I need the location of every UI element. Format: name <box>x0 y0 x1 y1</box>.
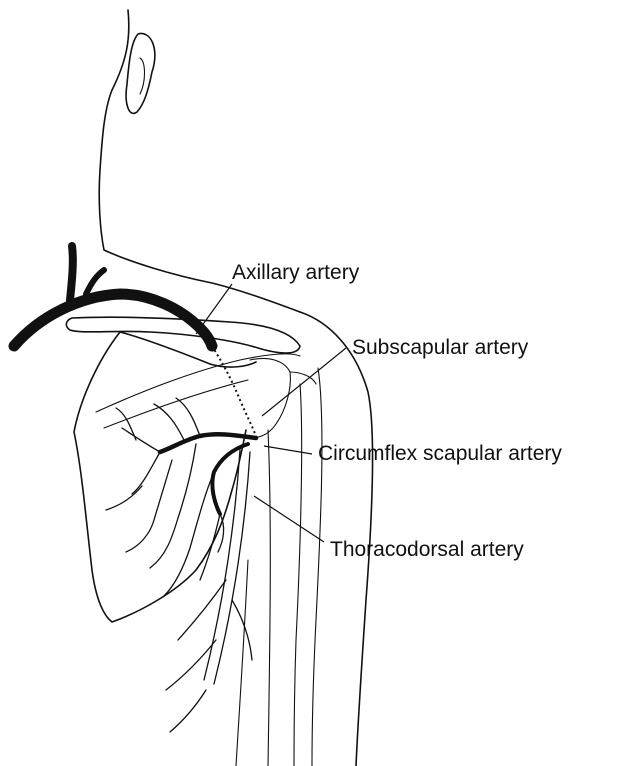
subscapular-branches <box>106 398 256 596</box>
label-subscapular-artery: Subscapular artery <box>352 337 528 358</box>
leader-thoracodorsal <box>254 496 324 542</box>
label-circumflex-scapular-artery: Circumflex scapular artery <box>318 443 562 464</box>
label-axillary-artery: Axillary artery <box>232 262 359 283</box>
axillary-artery-vessel <box>14 246 256 436</box>
leader-subscapular <box>262 348 346 416</box>
thoracodorsal-vessel <box>166 450 252 732</box>
label-thoracodorsal-artery: Thoracodorsal artery <box>330 539 524 560</box>
clavicle <box>66 317 300 353</box>
leader-lines <box>196 284 346 542</box>
leader-axillary <box>196 284 232 334</box>
leader-circumflex <box>264 446 312 454</box>
scapula <box>74 332 316 622</box>
